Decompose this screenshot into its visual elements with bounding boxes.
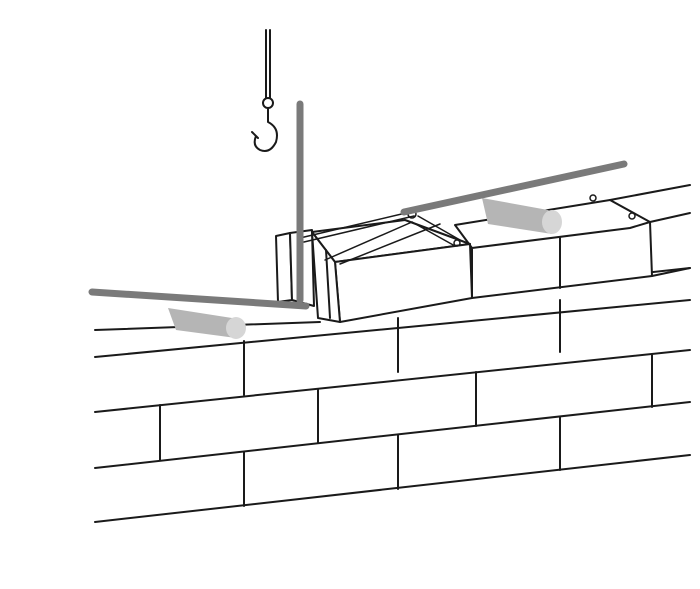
wall-top-back-edge-2 xyxy=(649,212,691,223)
course-line-1 xyxy=(94,299,691,358)
course-line-4 xyxy=(94,454,691,523)
hook-body xyxy=(251,107,278,152)
clamped-block-stack xyxy=(275,219,473,323)
clamp-pin xyxy=(589,194,597,202)
crane-hook-icon xyxy=(251,29,278,152)
wall-right-top-face xyxy=(651,267,691,277)
course-line-3 xyxy=(94,401,691,469)
wall-top-back-edge xyxy=(609,184,691,201)
brick-wall xyxy=(94,184,691,523)
clamp-arm xyxy=(411,221,456,247)
guide-rods xyxy=(88,100,628,310)
course-line-2 xyxy=(94,349,691,413)
mortar-roll-right-end xyxy=(542,210,562,234)
left-rod xyxy=(88,288,310,310)
mortar-roll-left-end xyxy=(226,317,246,339)
mortar-rolls xyxy=(168,198,562,339)
clamp-pin xyxy=(453,239,461,247)
mortar-roll-left xyxy=(168,308,242,338)
lifted-block-side xyxy=(311,231,341,323)
right-rod xyxy=(400,160,628,216)
hook-eye xyxy=(262,97,274,109)
clamp-pin xyxy=(628,212,636,220)
clamp-arm xyxy=(324,221,413,261)
clamp-strap xyxy=(303,215,415,243)
clamp-arm xyxy=(417,215,461,241)
clamp-strap xyxy=(299,211,411,239)
lifted-block-seam xyxy=(325,249,331,319)
clamp-arm xyxy=(339,223,441,265)
block-clamp xyxy=(299,194,636,265)
laid-block xyxy=(471,221,653,299)
mortar-roll-right xyxy=(482,198,559,234)
